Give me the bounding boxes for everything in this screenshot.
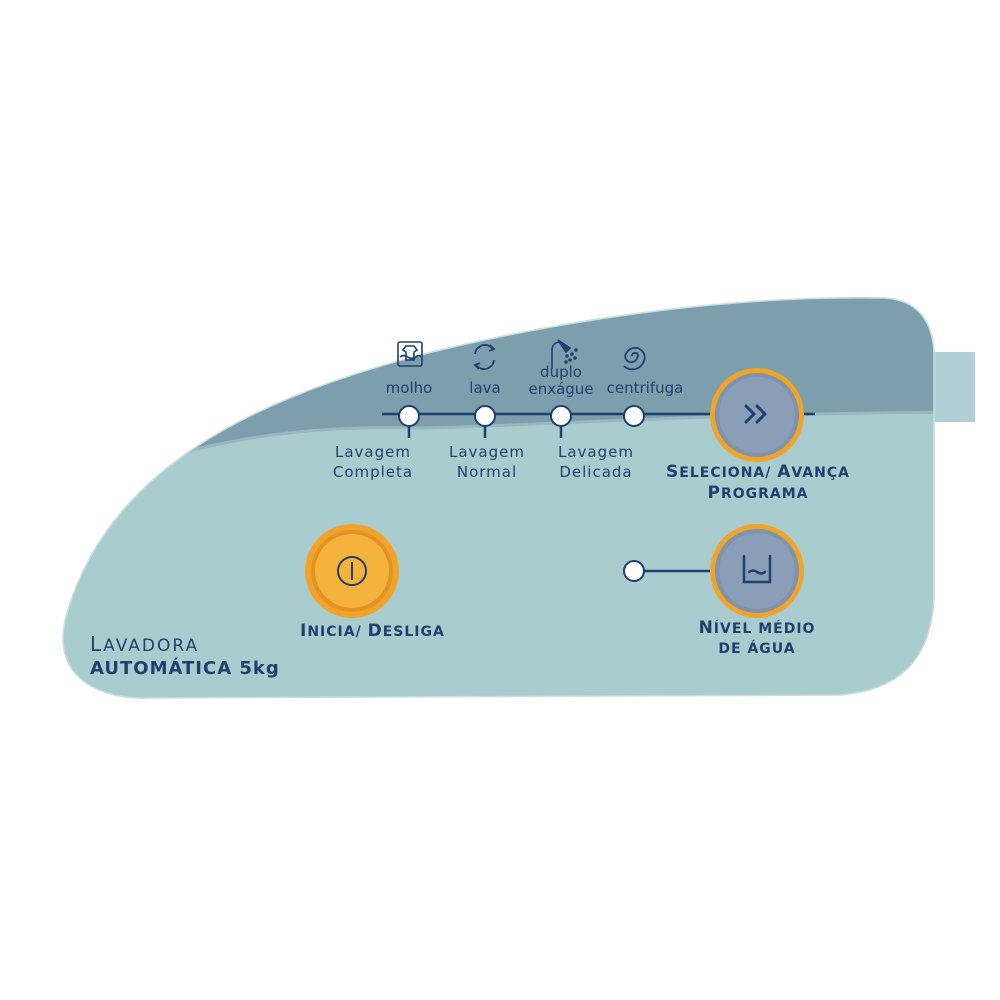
program-completa-line2: Completa	[332, 463, 414, 481]
brand-automatica-5kg: AUTOMÁTICA 5kg	[90, 658, 280, 679]
stage-label-lava: lava	[469, 379, 501, 397]
led-nivel-agua	[623, 560, 645, 582]
seleciona-avanca-line2: PROGRAMA	[707, 483, 809, 503]
spin-spiral-icon	[623, 346, 646, 371]
nivel-medio-agua-button[interactable]	[710, 524, 804, 618]
program-lavagem-completa: Lavagem Completa	[318, 442, 428, 482]
inicia-desliga-label: INICIA/ DESLIGA	[300, 621, 445, 641]
nivel-medio-line2: DE ÁGUA	[718, 641, 796, 657]
water-level-icon	[742, 554, 772, 584]
brand-lavadora: LAVADORA	[90, 632, 200, 656]
inicia-desliga-button[interactable]	[305, 524, 399, 618]
nivel-medio-line1: NÍVEL MÉDIO	[698, 618, 816, 638]
double-chevron-right-icon	[744, 404, 767, 424]
led-lava	[474, 405, 496, 427]
program-delicada-line2: Delicada	[559, 463, 633, 481]
seleciona-avanca-button[interactable]	[710, 368, 804, 462]
stage-label-molho: molho	[385, 379, 433, 397]
program-normal-line2: Normal	[456, 463, 518, 481]
seleciona-avanca-label: SELECIONA/ AVANÇA PROGRAMA	[660, 462, 856, 504]
stage-label-duplo: duplo	[540, 363, 582, 381]
stage-label-duplo-enxague: duplo enxágue	[521, 364, 601, 398]
soak-icon	[397, 341, 423, 367]
led-duplo-enxague	[550, 405, 572, 427]
power-icon	[337, 556, 367, 586]
program-lavagem-delicada: Lavagem Delicada	[546, 442, 646, 482]
stage-label-enxague: enxágue	[528, 380, 594, 398]
stage-label-centrifuga: centrifuga	[606, 379, 684, 397]
nivel-medio-agua-label: NÍVEL MÉDIO DE ÁGUA	[690, 618, 824, 659]
seleciona-avanca-line1: SELECIONA/ AVANÇA	[666, 462, 850, 482]
wash-cycle-icon	[473, 344, 496, 370]
program-delicada-line1: Lavagem	[558, 443, 634, 461]
led-centrifuga	[623, 405, 645, 427]
program-completa-line1: Lavagem	[335, 443, 411, 461]
led-molho	[398, 405, 420, 427]
program-normal-line1: Lavagem	[449, 443, 525, 461]
rinse-shower-icon	[551, 339, 578, 369]
program-lavagem-normal: Lavagem Normal	[437, 442, 537, 482]
